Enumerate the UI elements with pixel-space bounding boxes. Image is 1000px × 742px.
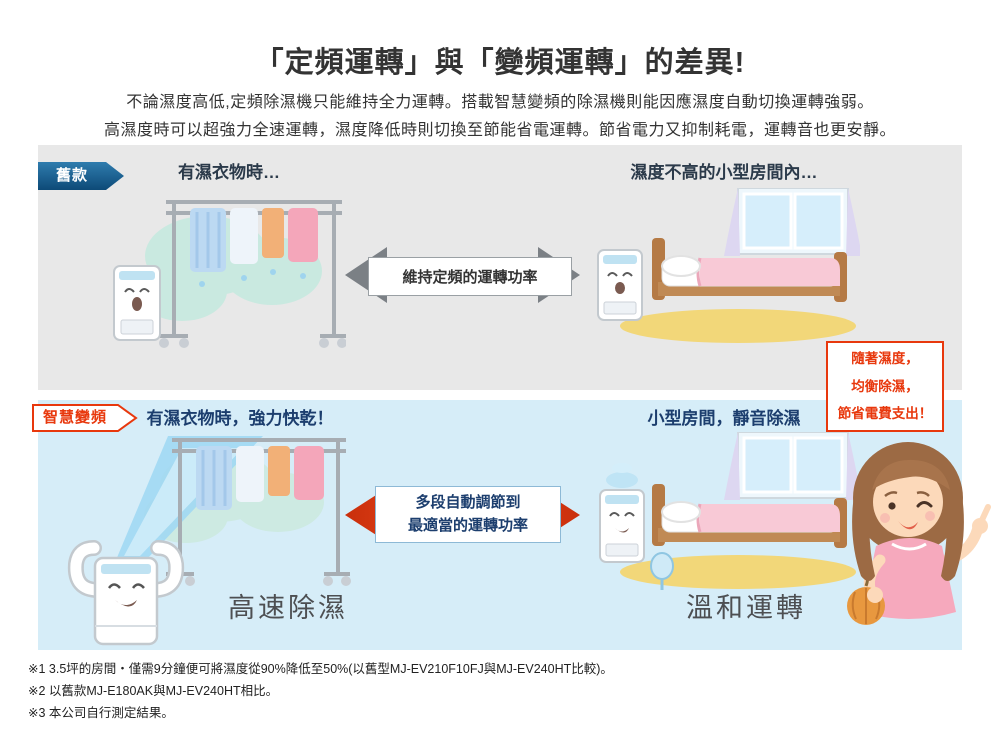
page-title: 「定頻運轉」與「變頻運轉」的差異! (254, 47, 746, 80)
new-right-heading: 小型房間，靜音除濕 (647, 409, 801, 428)
old-right-heading: 濕度不高的小型房間內… (630, 163, 818, 182)
rug (620, 555, 856, 589)
new-right-scene-illustration (599, 432, 860, 590)
bed (652, 484, 847, 548)
rack-casters (159, 338, 346, 348)
right-caption: 溫和運轉 (686, 593, 806, 623)
window (724, 432, 860, 500)
dehumidifier-old-right (597, 249, 643, 321)
rug (620, 309, 856, 343)
water-drips (199, 269, 306, 287)
left-caption: 高速除濕 (228, 593, 348, 623)
pink-top (862, 538, 956, 619)
bubble-line-1: 隨著濕度， (851, 351, 919, 366)
dehumidifier-new-right (599, 489, 645, 563)
woman-character (847, 442, 991, 625)
old-model-ribbon-label: 舊款 (55, 167, 88, 184)
inverter-arrow-label-line1: 多段自動調節到 (415, 494, 521, 511)
new-left-scene-illustration (67, 436, 351, 646)
inverter-arrow-label-line2: 最適當的運轉功率 (407, 516, 528, 534)
hair-lock-right (941, 488, 964, 581)
footnote-2: ※2 以舊款MJ-E180AK與MJ-EV240HT相比。 (28, 684, 279, 698)
inverter-ribbon-label: 智慧變頻 (42, 409, 107, 426)
curtain-right (846, 188, 860, 256)
hanging-clothes (196, 446, 324, 510)
window (724, 188, 860, 256)
old-ribbon-shape (38, 162, 124, 190)
gentle-air (606, 463, 638, 488)
benefit-speech-bubble: 隨著濕度， 均衡除濕， 節省電費支出！ (826, 341, 944, 433)
eye-open (888, 502, 896, 510)
hand-on-onion (867, 587, 883, 603)
intro-line-1: 不論濕度高低,定頻除濕機只能維持全力運轉。搭載智慧變頻的除濕機則能因應濕度自動切… (126, 94, 874, 111)
old-left-heading: 有濕衣物時… (178, 163, 280, 182)
rack-casters (165, 576, 351, 586)
bed (652, 238, 847, 302)
eye-wink (916, 501, 933, 508)
hanging-clothes (190, 208, 318, 272)
inverter-arrow-label: 多段自動調節到 最適當的運轉功率 (375, 486, 561, 543)
curtain-left (724, 432, 740, 500)
face (873, 467, 943, 537)
bubble-line-2: 均衡除濕， (851, 378, 919, 394)
inverter-ribbon-shape (32, 404, 138, 432)
footnotes: ※1 3.5坪的房間・僅需9分鐘便可將濕度從90%降低至50%(以舊型MJ-EV… (28, 658, 968, 724)
bubble-line-3: 節省電費支出！ (837, 406, 933, 422)
footnote-1: ※1 3.5坪的房間・僅需9分鐘便可將濕度從90%降低至50%(以舊型MJ-EV… (28, 662, 613, 676)
intro-line-2: 高濕度時可以超強力全速運轉，濕度降低時則切換至節能省電運轉。節省電力又抑制耗電，… (103, 122, 896, 139)
footnote-3: ※3 本公司自行測定結果。 (28, 706, 174, 720)
woman-character-illustration (847, 442, 991, 625)
inverter-ribbon: 智慧變頻 (32, 404, 138, 437)
new-left-heading: 有濕衣物時，強力快乾！ (146, 409, 334, 428)
old-right-scene-illustration (597, 188, 860, 343)
dehumidifier-old-left (113, 265, 161, 341)
old-left-scene-illustration (113, 200, 346, 348)
smile (898, 521, 918, 530)
hair-lock-left (852, 488, 875, 581)
curtain-left (724, 188, 740, 256)
hand-fan (650, 552, 674, 590)
old-arrow-label: 維持定頻的運轉功率 (368, 257, 572, 296)
dehumidifier-strong-character (67, 540, 185, 646)
old-model-ribbon: 舊款 (38, 162, 124, 195)
bangs (872, 459, 950, 490)
